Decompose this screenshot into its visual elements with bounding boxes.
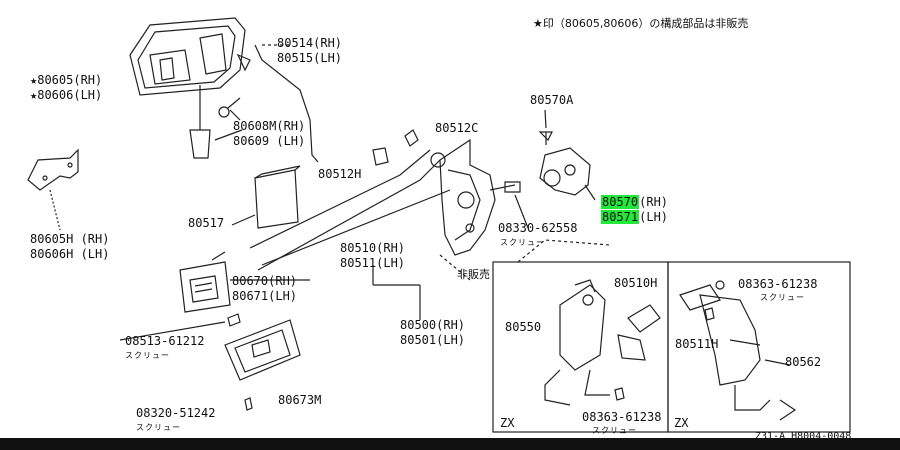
label-80571lh: 80571(LH) bbox=[601, 210, 669, 224]
label-08320: 08320-51242 bbox=[136, 406, 216, 420]
rod-80514 bbox=[254, 44, 319, 163]
label-80500rh: 80500(RH) bbox=[400, 318, 466, 332]
label-80510rh: 80510(RH) bbox=[340, 241, 406, 255]
label-08363-right: 08363-61238 bbox=[738, 277, 818, 291]
label-80605h: 80605H (RH) bbox=[30, 232, 110, 246]
label-08320-screw: スクリュー bbox=[136, 423, 181, 432]
label-80606lh: ★80606(LH) bbox=[30, 88, 103, 102]
label-not-sold: 非販売 bbox=[457, 268, 490, 281]
label-08513: 08513-61212 bbox=[125, 334, 205, 348]
label-80562: 80562 bbox=[785, 355, 822, 369]
label-80511lh: 80511(LH) bbox=[340, 256, 406, 270]
label-80605rh: ★80605(RH) bbox=[30, 73, 103, 87]
label-08363-right-screw: スクリュー bbox=[760, 293, 805, 302]
zx-inset-right bbox=[667, 261, 851, 433]
label-80501lh: 80501(LH) bbox=[400, 333, 466, 347]
footer-bar bbox=[0, 438, 900, 450]
label-08330: 08330-62558 bbox=[498, 221, 578, 235]
clip-80608m bbox=[218, 106, 230, 118]
actuator-80550-drawing bbox=[544, 279, 610, 406]
label-08513-screw: スクリュー bbox=[125, 351, 170, 360]
note-not-sold: ★印（80605,80606）の構成部品は非販売 bbox=[533, 17, 749, 30]
label-80673m: 80673M bbox=[278, 393, 322, 407]
pad-80517 bbox=[254, 169, 299, 229]
bracket-80605h bbox=[27, 148, 79, 191]
label-80608m: 80608M(RH) bbox=[233, 119, 306, 133]
label-08330-screw: スクリュー bbox=[500, 238, 545, 247]
label-80515lh: 80515(LH) bbox=[277, 51, 343, 65]
label-80609: 80609 (LH) bbox=[233, 134, 306, 148]
label-zx-left: ZX bbox=[500, 416, 515, 430]
lock-mechanism-drawing bbox=[430, 138, 521, 256]
label-80671lh: 80671(LH) bbox=[232, 289, 298, 303]
diagram-code: Z31-A H8004-0048 bbox=[755, 431, 852, 442]
inside-handle-80670-drawing bbox=[179, 251, 231, 313]
actuator-80562-drawing bbox=[679, 280, 797, 421]
label-80670rh: 80670(RH) bbox=[232, 274, 298, 288]
escutcheon-80673m-drawing bbox=[224, 319, 301, 381]
label-08363-left-screw: スクリュー bbox=[592, 426, 637, 435]
label-80512c: 80512C bbox=[435, 121, 479, 135]
label-80570a: 80570A bbox=[530, 93, 574, 107]
rod-80510 bbox=[257, 159, 441, 271]
label-80514rh: 80514(RH) bbox=[277, 36, 343, 50]
label-80550: 80550 bbox=[505, 320, 542, 334]
clip-80512c bbox=[404, 129, 419, 147]
label-zx-right: ZX bbox=[674, 416, 689, 430]
label-08363-left: 08363-61238 bbox=[582, 410, 662, 424]
label-80511h: 80511H bbox=[675, 337, 719, 351]
part-80510h bbox=[627, 304, 661, 333]
label-80606h: 80606H (LH) bbox=[30, 247, 110, 261]
label-80512h: 80512H bbox=[318, 167, 362, 181]
label-80570rh: 80570(RH) bbox=[601, 195, 669, 209]
label-80517: 80517 bbox=[188, 216, 225, 230]
striker-80570-drawing bbox=[538, 131, 591, 196]
outside-handle-drawing bbox=[129, 17, 251, 159]
label-80510h: 80510H bbox=[614, 276, 658, 290]
clip-80512h bbox=[372, 147, 389, 166]
